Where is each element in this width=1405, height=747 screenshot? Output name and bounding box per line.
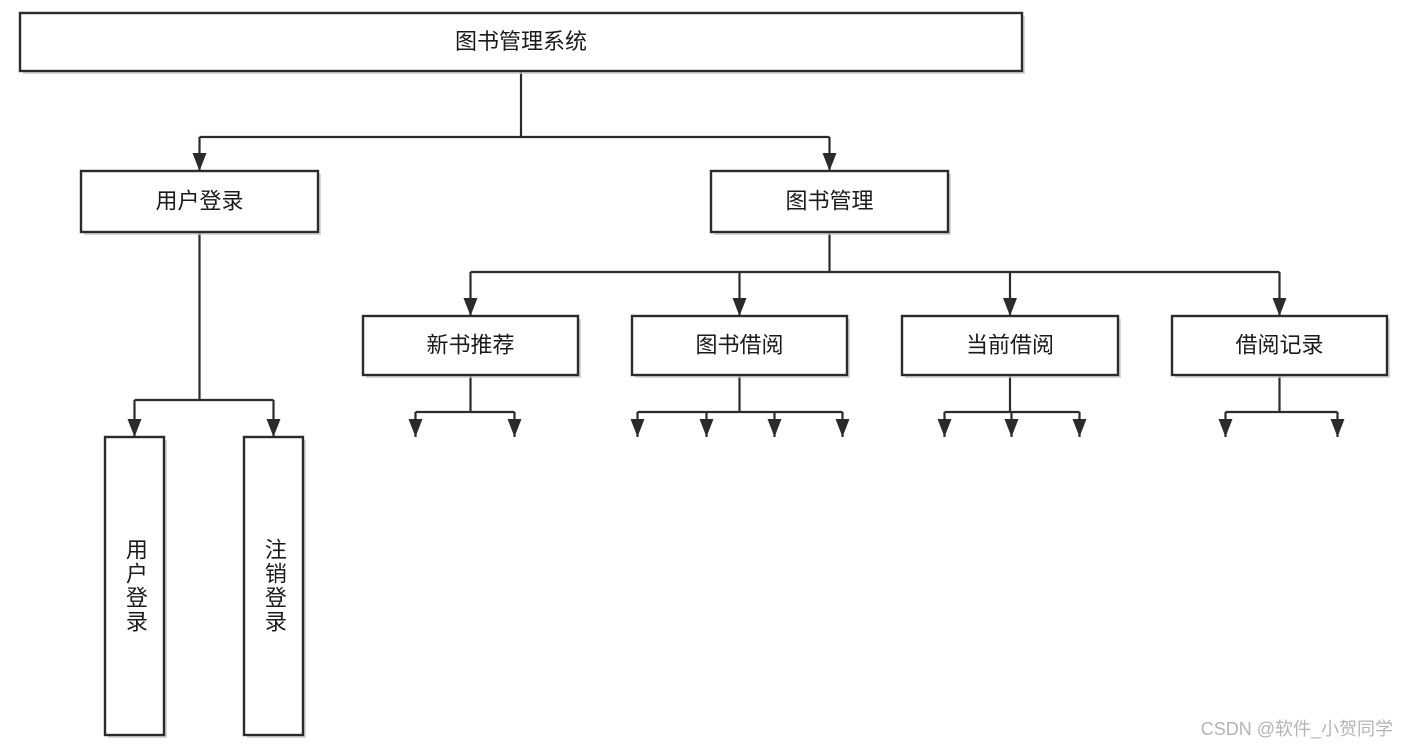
arrow-head-user-login-logout bbox=[266, 419, 281, 437]
node-box-user-login[interactable] bbox=[79, 169, 320, 234]
node-box-borrow-record[interactable] bbox=[1170, 314, 1389, 377]
nodes-layer bbox=[18, 11, 1390, 738]
node-box-root[interactable] bbox=[18, 11, 1024, 73]
arrow-head-current-return-book bbox=[1004, 419, 1019, 437]
arrow-head-current-confirm-return bbox=[1072, 419, 1087, 437]
arrow-head-record-add bbox=[1218, 419, 1233, 437]
arrow-head-borrow-edit-book bbox=[767, 419, 782, 437]
connectors-layer bbox=[127, 71, 1345, 437]
node-label-book-borrow: 图书借阅 bbox=[695, 332, 783, 357]
node-box-user-login-login[interactable] bbox=[103, 435, 166, 737]
arrow-head-record-query bbox=[1330, 419, 1345, 437]
node-box-book-borrow[interactable] bbox=[630, 314, 849, 377]
node-label-current-borrow: 当前借阅 bbox=[966, 332, 1054, 357]
node-box-current-borrow[interactable] bbox=[900, 314, 1120, 377]
node-label-borrow-record: 借阅记录 bbox=[1235, 332, 1323, 357]
arrow-head-borrow-borrow-book bbox=[835, 419, 850, 437]
arrow-head-current-borrow bbox=[1003, 298, 1017, 316]
arrow-head-book-management bbox=[822, 153, 837, 171]
node-label-root: 图书管理系统 bbox=[455, 29, 587, 54]
arrow-head-borrow-add-book bbox=[699, 419, 714, 437]
arrow-head-current-query-book bbox=[937, 419, 952, 437]
node-box-user-login-logout[interactable] bbox=[242, 435, 305, 737]
arrow-head-recommend-query-book bbox=[408, 419, 423, 437]
arrow-head-user-login bbox=[192, 153, 207, 171]
node-label-new-book-recommend: 新书推荐 bbox=[426, 332, 514, 357]
node-label-user-login: 用户登录 bbox=[155, 188, 243, 213]
arrow-head-recommend-borrow-book bbox=[507, 419, 522, 437]
node-label-book-management: 图书管理 bbox=[785, 188, 873, 213]
arrow-head-borrow-record bbox=[1272, 298, 1287, 316]
arrow-head-book-borrow bbox=[732, 298, 747, 316]
node-box-book-management[interactable] bbox=[709, 169, 950, 234]
arrow-head-new-book-recommend bbox=[463, 298, 478, 316]
watermark-text: CSDN @软件_小贺同学 bbox=[1200, 719, 1393, 739]
arrow-head-borrow-query-book bbox=[630, 419, 645, 437]
node-box-new-book-recommend[interactable] bbox=[361, 314, 580, 377]
arrow-head-user-login-login bbox=[127, 419, 142, 437]
